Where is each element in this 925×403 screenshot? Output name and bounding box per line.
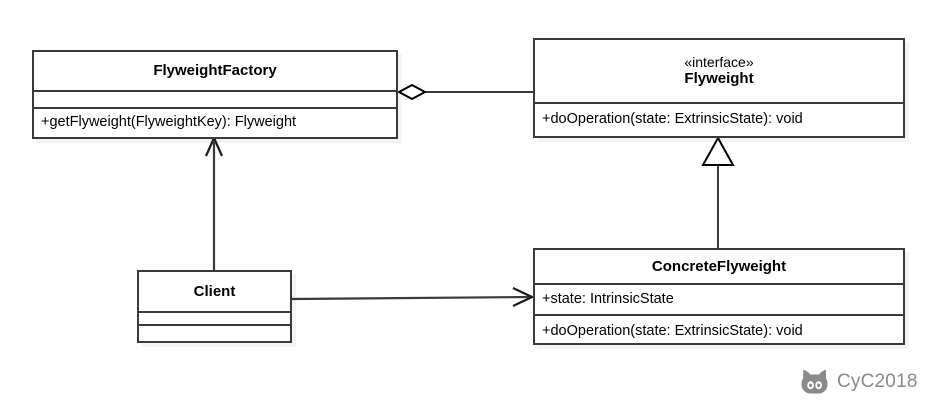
method-label: +getFlyweight(FlyweightKey): Flyweight <box>41 114 297 131</box>
class-attributes-client <box>139 311 290 324</box>
class-methods-flyweight-factory: +getFlyweight(FlyweightKey): Flyweight <box>34 107 396 137</box>
class-box-flyweight[interactable]: «interface» Flyweight +doOperation(state… <box>533 38 905 138</box>
class-title-flyweight: «interface» Flyweight <box>535 40 903 102</box>
class-title-flyweight-factory: FlyweightFactory <box>34 52 396 90</box>
class-box-client[interactable]: Client <box>137 270 292 343</box>
relationship-concrete-realizes-flyweight <box>701 135 735 248</box>
class-name-label: FlyweightFactory <box>153 62 277 80</box>
method-label: +doOperation(state: ExtrinsicState): voi… <box>542 322 803 339</box>
class-attributes-flyweight-factory <box>34 90 396 107</box>
class-title-concrete-flyweight: ConcreteFlyweight <box>535 250 903 283</box>
class-methods-client <box>139 324 290 341</box>
class-methods-flyweight: +doOperation(state: ExtrinsicState): voi… <box>535 102 903 136</box>
relationship-client-uses-factory <box>204 135 224 270</box>
class-attributes-concrete-flyweight: +state: IntrinsicState <box>535 283 903 314</box>
watermark-label: CyC2018 <box>837 371 918 392</box>
open-arrow-marker <box>512 287 535 307</box>
hollow-diamond-marker <box>396 83 428 101</box>
attribute-label: +state: IntrinsicState <box>542 290 674 307</box>
class-box-concrete-flyweight[interactable]: ConcreteFlyweight +state: IntrinsicState… <box>533 248 905 345</box>
hollow-triangle-marker <box>701 135 735 166</box>
class-methods-concrete-flyweight: +doOperation(state: ExtrinsicState): voi… <box>535 314 903 347</box>
class-title-client: Client <box>139 272 290 311</box>
class-name-label: ConcreteFlyweight <box>651 257 787 275</box>
class-name-label: Client <box>193 282 236 300</box>
class-name-label: Flyweight <box>684 70 754 88</box>
relationship-factory-aggregates-flyweight <box>396 83 533 101</box>
relationship-client-uses-concrete-flyweight <box>291 287 535 307</box>
class-box-flyweight-factory[interactable]: FlyweightFactory +getFlyweight(Flyweight… <box>32 50 398 139</box>
watermark: CyC2018 <box>800 369 918 395</box>
class-stereotype-label: «interface» <box>684 54 754 71</box>
method-label: +doOperation(state: ExtrinsicState): voi… <box>542 111 803 128</box>
octocat-icon <box>801 369 828 394</box>
